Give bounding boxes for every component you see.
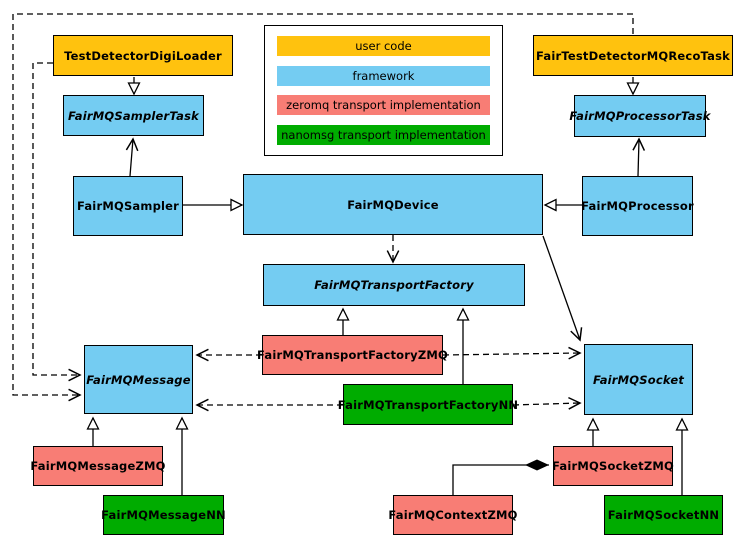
node-fairmq-transport-factory: FairMQTransportFactory	[263, 264, 525, 306]
node-fairmq-device: FairMQDevice	[243, 174, 543, 235]
edge-processor-to-processortask	[632, 137, 646, 177]
node-fairmq-message: FairMQMessage	[84, 345, 193, 414]
node-fairmq-socket: FairMQSocket	[584, 344, 693, 415]
node-fairmq-socket-nn: FairMQSocketNN	[604, 495, 723, 535]
node-fairmq-processor: FairMQProcessor	[581, 176, 694, 236]
edge-factorynn-creates-socket	[512, 396, 582, 410]
node-fairmq-processor-task: FairMQProcessorTask	[569, 95, 710, 137]
node-fairmq-message-nn: FairMQMessageNN	[101, 495, 226, 535]
node-fairmq-sampler-task: FairMQSamplerTask	[63, 95, 204, 136]
node-fairmq-sampler: FairMQSampler	[73, 176, 183, 236]
edge-socketzmq-composes-contextzmq	[452, 459, 549, 495]
node-fairmq-transport-factory-zmq: FairMQTransportFactoryZMQ	[257, 335, 448, 375]
node-test-detector-digi-loader: TestDetectorDigiLoader	[53, 35, 233, 76]
legend-item-zeromq: zeromq transport implementation	[277, 95, 490, 116]
legend-item-user-code: user code	[277, 35, 490, 56]
node-fairmq-message-zmq: FairMQMessageZMQ	[30, 446, 165, 486]
edge-factoryzmq-creates-socket	[442, 346, 582, 360]
edge-sampler-to-samplertask	[125, 137, 139, 177]
node-fairmq-transport-factory-nn: FairMQTransportFactoryNN	[338, 384, 518, 425]
legend: user code framework zeromq transport imp…	[264, 25, 503, 156]
legend-item-nanomsg: nanomsg transport implementation	[277, 125, 490, 146]
edge-device-to-socket	[542, 235, 583, 342]
node-fairmq-socket-zmq: FairMQSocketZMQ	[552, 446, 674, 486]
node-fairmq-context-zmq: FairMQContextZMQ	[388, 495, 517, 535]
node-fair-test-detector-mq-reco-task: FairTestDetectorMQRecoTask	[533, 35, 733, 76]
legend-item-framework: framework	[277, 65, 490, 86]
